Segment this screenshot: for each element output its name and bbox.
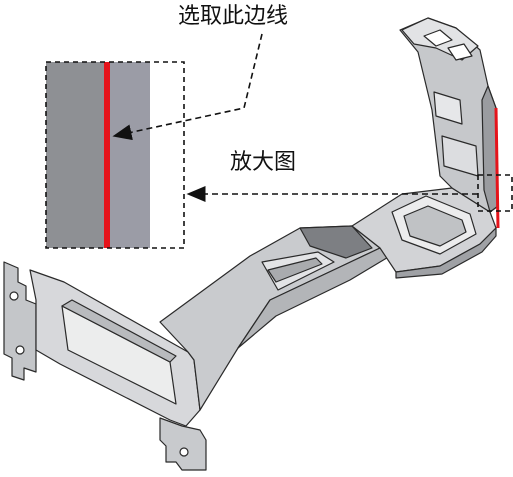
- upright-flange: [399, 17, 500, 229]
- left-mounting-plate: [3, 261, 207, 471]
- selected-edge: [494, 107, 500, 229]
- zoom-label: 放大图: [230, 150, 297, 175]
- inset-light-face: [110, 62, 150, 248]
- zoom-target-frame: [477, 174, 513, 212]
- right-base: [351, 187, 497, 279]
- inset-dark-face: [46, 62, 106, 248]
- middle-strip: [159, 225, 391, 411]
- select-edge-leader: [112, 33, 263, 141]
- select-edge-label: 选取此边线: [178, 4, 289, 29]
- inset-red-edge: [104, 62, 110, 248]
- zoom-inset: [45, 61, 185, 249]
